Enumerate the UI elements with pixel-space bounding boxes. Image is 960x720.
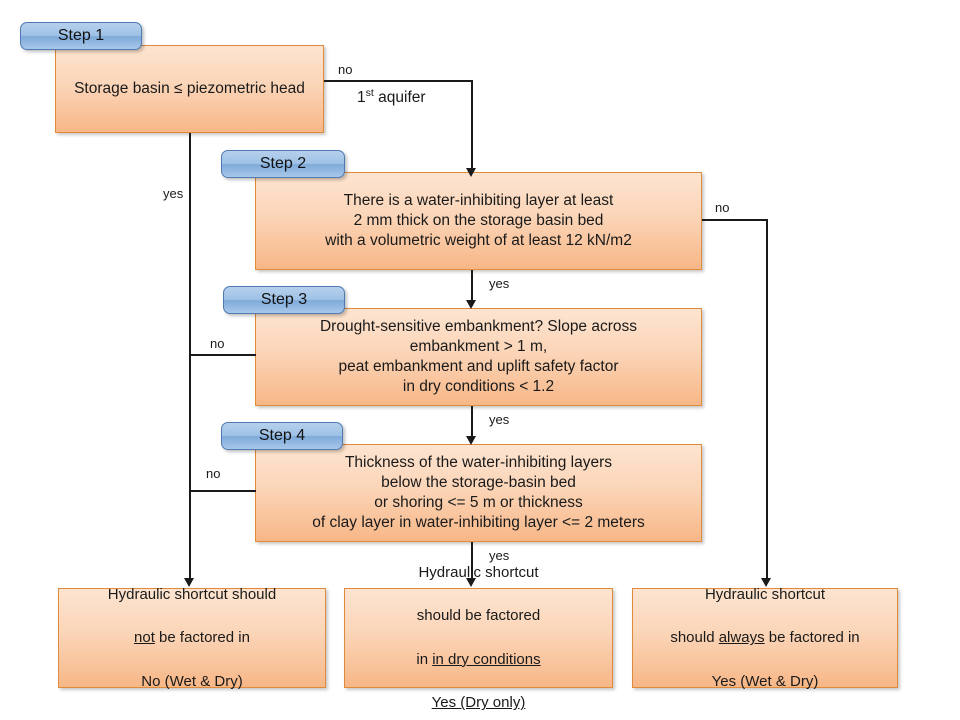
edge-step2-yes-arrowhead xyxy=(466,300,476,309)
edge-label-step3-yes: yes xyxy=(489,412,510,427)
result-2-underlined-a: in dry conditions xyxy=(432,650,541,668)
result-2-line-1: Hydraulic shortcut xyxy=(418,563,539,581)
edge-step1-yes-arrowhead xyxy=(184,578,194,587)
edge-step4-yes-arrowhead xyxy=(466,578,476,587)
edge-label-step1-aquifer: 1st aquifer xyxy=(357,87,426,107)
edge-step3-yes-arrowhead xyxy=(466,436,476,445)
edge-label-step4-yes: yes xyxy=(489,548,510,563)
edge-label-step1-yes: yes xyxy=(163,186,184,201)
edge-step1-yes-vertical xyxy=(189,133,191,583)
step-4-chip-label: Step 4 xyxy=(258,427,306,444)
edge-step1-no-horizontal xyxy=(324,80,472,82)
result-3-underlined: always xyxy=(718,629,765,647)
step-3-box[interactable]: Drought-sensitive embankment? Slope acro… xyxy=(255,308,702,406)
result-2-underlined-b: Yes (Dry only) xyxy=(431,694,526,712)
edge-label-step2-yes: yes xyxy=(489,276,510,291)
edge-label-step1-no: no xyxy=(338,62,353,77)
step-2-chip[interactable]: Step 2 xyxy=(221,150,345,178)
step-2-chip-label: Step 2 xyxy=(259,155,307,172)
edge-step1-no-arrowhead xyxy=(466,168,476,177)
edge-step3-no-horizontal xyxy=(189,354,256,356)
edge-label-step2-no: no xyxy=(715,200,730,215)
step-1-chip[interactable]: Step 1 xyxy=(20,22,142,50)
step-4-box[interactable]: Thickness of the water-inhibiting layers… xyxy=(255,444,702,542)
step-1-text: Storage basin ≤ piezometric head xyxy=(74,80,305,98)
edge-label-step4-no: no xyxy=(206,466,221,481)
result-2-line-3: in in dry conditions xyxy=(416,650,541,668)
result-1-underlined: not xyxy=(134,629,155,647)
step-3-chip[interactable]: Step 3 xyxy=(223,286,345,314)
step-4-chip[interactable]: Step 4 xyxy=(221,422,343,450)
edge-step4-yes-vertical xyxy=(471,542,473,583)
result-3-line-3: Yes (Wet & Dry) xyxy=(711,672,819,690)
edge-step2-no-arrowhead xyxy=(761,578,771,587)
edge-step2-no-horizontal xyxy=(702,219,768,221)
result-3-line-2: should always be factored in xyxy=(670,629,860,647)
step-1-chip-label: Step 1 xyxy=(57,27,105,44)
edge-step1-no-vertical xyxy=(471,80,473,170)
result-1-line-2: not be factored in xyxy=(134,629,250,647)
edge-step2-no-vertical xyxy=(766,219,768,583)
step-1-box[interactable]: Storage basin ≤ piezometric head xyxy=(55,45,324,133)
step-2-box[interactable]: There is a water-inhibiting layer at lea… xyxy=(255,172,702,270)
step-3-text: Drought-sensitive embankment? Slope acro… xyxy=(319,318,638,395)
result-1-line-3: No (Wet & Dry) xyxy=(141,672,243,690)
result-2-line-2: should be factored xyxy=(416,607,541,625)
result-box-always[interactable]: Hydraulic shortcut should always be fact… xyxy=(632,586,898,690)
edge-step3-yes-vertical xyxy=(471,406,473,442)
result-box-not-factored[interactable]: Hydraulic shortcut should not be factore… xyxy=(58,586,326,690)
result-2-line-4: Yes (Dry only) xyxy=(351,692,606,714)
result-1-line-1: Hydraulic shortcut should xyxy=(107,585,277,603)
step-2-text: There is a water-inhibiting layer at lea… xyxy=(325,192,632,249)
step-4-text: Thickness of the water-inhibiting layers… xyxy=(312,454,645,531)
edge-step2-yes-vertical xyxy=(471,270,473,306)
result-3-line-1: Hydraulic shortcut xyxy=(704,585,826,603)
edge-step4-no-horizontal xyxy=(189,490,256,492)
step-3-chip-label: Step 3 xyxy=(260,291,308,308)
result-box-dry-only[interactable]: Hydraulic shortcut should be factored in… xyxy=(344,564,613,711)
edge-label-step3-no: no xyxy=(210,336,225,351)
